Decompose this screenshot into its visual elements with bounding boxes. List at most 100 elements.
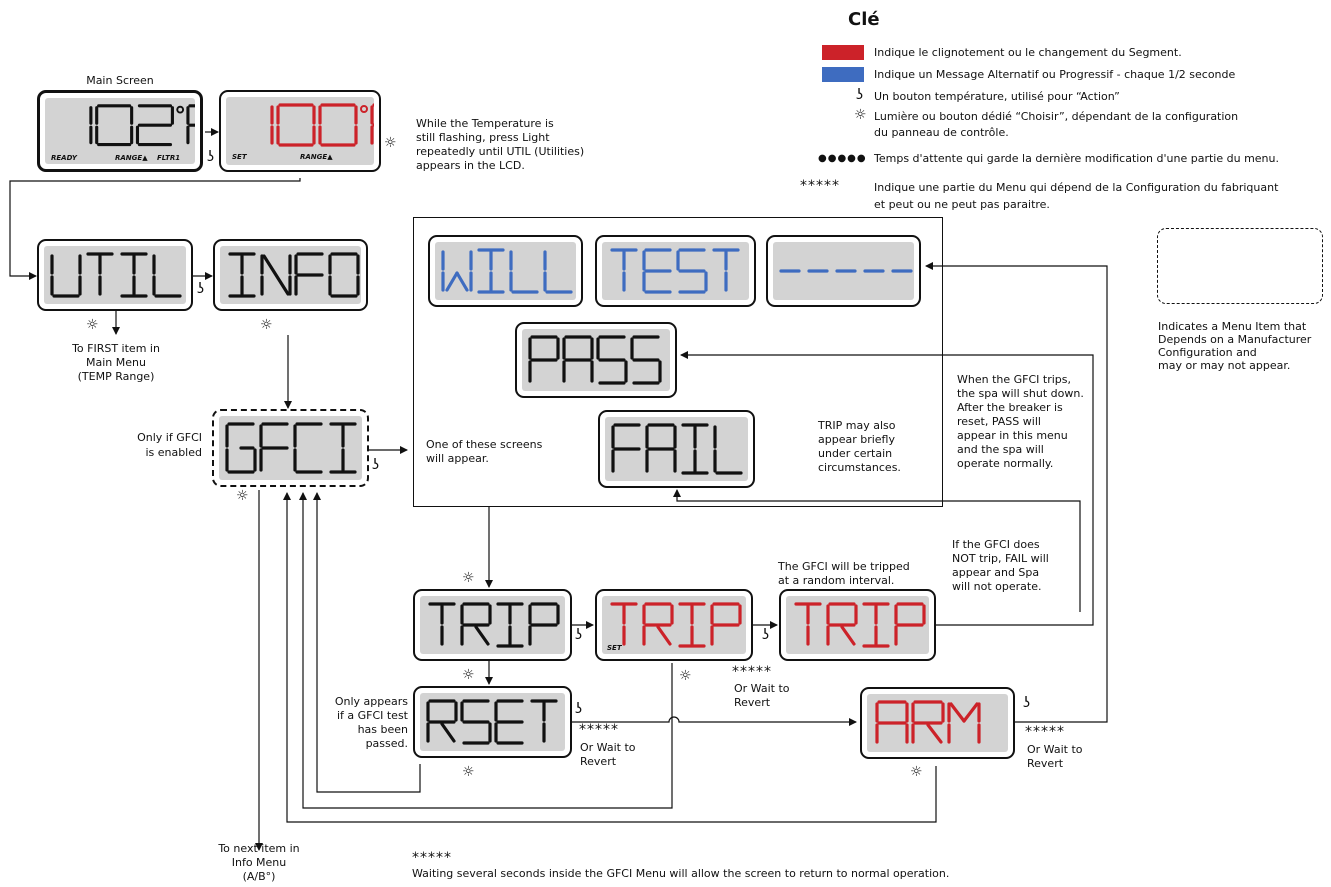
note-only-appears-0: Only appears	[334, 695, 408, 708]
note-only-appears-3: passed.	[365, 737, 408, 750]
temp-button-icon[interactable]: ʖ	[207, 149, 215, 165]
note-trip-may-0: TRIP may also	[818, 419, 896, 432]
note-trip-may-2: under certain	[818, 447, 893, 460]
note-when-gfci-2: After the breaker is	[957, 401, 1063, 414]
note-if-gfci-0: If the GFCI does	[952, 538, 1040, 551]
legend-stars: *****	[800, 178, 840, 194]
lcd-trip-segments	[428, 602, 560, 648]
lcd-arm-segments	[875, 700, 981, 744]
set-indicator: SET	[607, 644, 622, 652]
filter-indicator: FLTR1	[157, 154, 181, 162]
lcd-arm	[860, 687, 1015, 759]
lcd-gfci-segments	[225, 422, 357, 474]
footer-note: Waiting several seconds inside the GFCI …	[412, 867, 950, 880]
note-to-first-1: Main Menu	[86, 356, 146, 369]
note-when-gfci-4: appear in this menu	[957, 429, 1068, 442]
legend-red-swatch	[822, 45, 864, 60]
legend-dashed-text-0: Indicates a Menu Item that	[1158, 320, 1307, 333]
note-only-appears-1: if a GFCI test	[336, 709, 408, 722]
temp-button-icon[interactable]: ʖ	[1023, 695, 1031, 711]
legend-blue-text: Indique un Message Alternatif ou Progres…	[874, 68, 1236, 81]
legend-light-text-2: du panneau de contrôle.	[874, 126, 1009, 139]
note-wait-revert-0: Or Wait to	[1027, 743, 1083, 756]
ready-indicator: READY	[51, 154, 77, 162]
temp-button-icon[interactable]: ʖ	[575, 701, 583, 717]
stars-marker: *****	[1025, 724, 1065, 740]
note-random-1: at a random interval.	[778, 574, 895, 587]
legend-dashed-text-1: Depends on a Manufacturer	[1158, 333, 1312, 346]
temp-button-icon[interactable]: ʖ	[372, 457, 380, 473]
light-button-icon[interactable]: ☼	[86, 317, 99, 333]
legend-temp-text: Un bouton température, utilisé pour “Act…	[874, 90, 1120, 103]
light-button-icon[interactable]: ☼	[236, 488, 249, 504]
lcd-main: READY RANGE▲ FLTR1	[37, 90, 203, 172]
light-button-icon[interactable]: ☼	[679, 668, 692, 684]
note-if-gfci-1: NOT trip, FAIL will	[952, 552, 1049, 565]
note-when-gfci-6: operate normally.	[957, 457, 1054, 470]
note-if-gfci-3: will not operate.	[952, 580, 1042, 593]
lcd-trip-red	[779, 589, 936, 661]
set-indicator: SET	[232, 153, 247, 161]
lcd-info-segments	[228, 252, 360, 298]
lcd-trip-set-segments	[610, 602, 742, 648]
note-temp-flash-3: appears in the LCD.	[416, 159, 525, 172]
light-button-icon[interactable]: ☼	[260, 317, 273, 333]
legend-dots-text: Temps d'attente qui garde la dernière mo…	[874, 152, 1279, 165]
legend-stars-text-2: et peut ou ne peut pas paraitre.	[874, 198, 1050, 211]
note-when-gfci-5: and the spa will	[957, 443, 1044, 456]
note-when-gfci-0: When the GFCI trips,	[957, 373, 1072, 386]
lcd-pass	[515, 322, 677, 398]
range-indicator: RANGE▲	[115, 154, 148, 162]
legend-blue-swatch	[822, 67, 864, 82]
note-to-next-1: Info Menu	[231, 856, 287, 869]
stars-marker: *****	[732, 664, 772, 680]
temp-button-icon: ʖ	[856, 87, 864, 103]
note-only-gfci-1: is enabled	[145, 446, 202, 459]
lcd-fail	[598, 410, 755, 488]
legend-stars-text-1: Indique une partie du Menu qui dépend de…	[874, 181, 1279, 194]
lcd-trip	[413, 589, 572, 661]
light-button-icon[interactable]: ☼	[462, 570, 475, 586]
main-screen-label: Main Screen	[86, 74, 154, 87]
light-button-icon[interactable]: ☼	[910, 764, 923, 780]
legend-dashed-text-3: may or may not appear.	[1158, 359, 1291, 372]
lcd-util-segments	[50, 252, 182, 298]
note-trip-may-1: appear briefly	[818, 433, 895, 446]
temp-button-icon[interactable]: ʖ	[197, 281, 205, 297]
lcd-rset	[413, 686, 572, 758]
note-wait-revert-0: Or Wait to	[734, 682, 790, 695]
note-temp-flash-2: repeatedly until UTIL (Utilities)	[416, 145, 585, 158]
note-to-first-0: To FIRST item in	[72, 342, 160, 355]
lcd-info	[213, 239, 368, 311]
light-button-icon: ☼	[854, 107, 867, 123]
note-one-of-1: will appear.	[426, 452, 489, 465]
note-when-gfci-3: reset, PASS will	[957, 415, 1041, 428]
light-button-icon[interactable]: ☼	[462, 667, 475, 683]
lcd-test	[595, 235, 756, 307]
note-only-appears-2: has been	[357, 723, 408, 736]
lcd-dashes	[766, 235, 921, 307]
note-temp-flash-1: still flashing, press Light	[416, 131, 550, 144]
lcd-gfci	[212, 409, 369, 487]
note-to-first-2: (TEMP Range)	[77, 370, 155, 383]
note-wait-revert-1: Revert	[734, 696, 771, 709]
note-random-0: The GFCI will be tripped	[778, 560, 910, 573]
light-button-icon[interactable]: ☼	[384, 135, 397, 151]
lcd-rset-segments	[426, 699, 558, 745]
lcd-util	[37, 239, 193, 311]
legend-light-text-1: Lumière ou bouton dédié “Choisir”, dépen…	[874, 110, 1239, 123]
gfci-result-box	[413, 217, 943, 507]
range-indicator: RANGE▲	[300, 153, 333, 161]
temp-button-icon[interactable]: ʖ	[762, 627, 770, 643]
note-only-gfci-0: Only if GFCI	[137, 431, 202, 444]
note-one-of-0: One of these screens	[426, 438, 543, 451]
light-button-icon[interactable]: ☼	[462, 764, 475, 780]
temp-button-icon[interactable]: ʖ	[575, 627, 583, 643]
note-when-gfci-1: the spa will shut down.	[957, 387, 1084, 400]
note-to-next-0: To next item in	[218, 842, 300, 855]
note-wait-revert-1: Revert	[580, 755, 617, 768]
lcd-trip-set: SET	[595, 589, 753, 661]
note-trip-may-3: circumstances.	[818, 461, 901, 474]
legend-dots: ●●●●●	[818, 153, 867, 164]
